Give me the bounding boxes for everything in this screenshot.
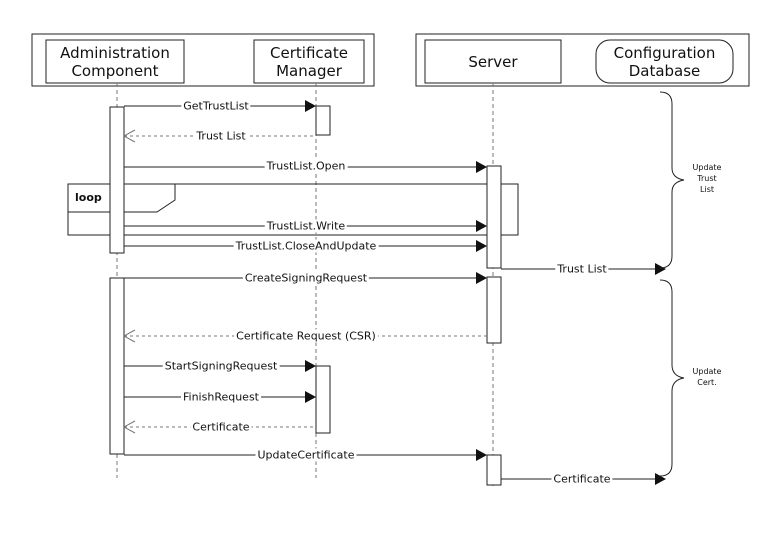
right-group-frame <box>415 33 750 87</box>
msg-label: TrustList.Write <box>264 219 348 233</box>
note-update-cert: Update Cert. <box>692 367 722 387</box>
msg-write-arrow <box>476 220 487 232</box>
msg-finishrequest-arrow <box>305 391 316 403</box>
msg-csr-reply-arrow <box>122 329 136 343</box>
msg-trustlist-reply-arrow <box>122 129 136 143</box>
trustlist-brace <box>659 91 685 269</box>
admin-box <box>45 39 185 84</box>
msg-updatecert-arrow <box>476 449 487 461</box>
msg-label: UpdateCertificate <box>255 448 357 462</box>
msg-label: TrustList.CloseAndUpdate <box>233 239 379 253</box>
configdb-box <box>595 39 734 84</box>
certmgr-activation-1 <box>315 105 331 136</box>
msg-label: Trust List <box>555 262 609 276</box>
msg-label: Trust List <box>194 129 248 143</box>
msg-closeandupdate-arrow <box>476 240 487 252</box>
msg-label: Certificate <box>190 420 252 434</box>
msg-label: TrustList.Open <box>264 159 348 173</box>
msg-certificate-reply-arrow <box>122 420 136 434</box>
admin-title: Administration Component <box>60 43 170 80</box>
msg-label: CreateSigningRequest <box>242 271 370 285</box>
loop-label: loop <box>75 191 102 204</box>
msg-certificate-db-arrow <box>655 473 666 485</box>
msg-trustlist-db-arrow <box>655 263 666 275</box>
certmgr-box <box>253 39 365 84</box>
server-box <box>424 39 562 84</box>
msg-startsigning-arrow <box>305 360 316 372</box>
msg-label: StartSigningRequest <box>162 359 280 373</box>
msg-label: FinishRequest <box>181 390 261 404</box>
server-activation-1 <box>486 165 502 269</box>
msg-gettrustlist-arrow <box>305 100 316 112</box>
msg-label: Certificate Request (CSR) <box>234 329 378 343</box>
cert-brace <box>659 279 685 477</box>
msg-label: Certificate <box>551 472 613 486</box>
msg-open-arrow <box>476 161 487 173</box>
left-group-frame <box>31 33 375 87</box>
admin-activation-2 <box>109 277 125 455</box>
server-activation-2 <box>486 276 502 344</box>
server-activation-3 <box>486 454 502 486</box>
note-update-trust-list: Update Trust List <box>692 163 722 194</box>
configdb-title: Configuration Database <box>613 43 716 80</box>
server-title: Server <box>468 52 518 71</box>
certmgr-activation-2 <box>315 365 331 434</box>
admin-activation-1 <box>109 106 125 254</box>
msg-createsigning-arrow <box>476 272 487 284</box>
loop-fragment <box>67 183 519 236</box>
certmgr-title: Certificate Manager <box>270 43 348 80</box>
loop-fragment-tab <box>68 183 176 213</box>
msg-label: GetTrustList <box>181 99 251 113</box>
